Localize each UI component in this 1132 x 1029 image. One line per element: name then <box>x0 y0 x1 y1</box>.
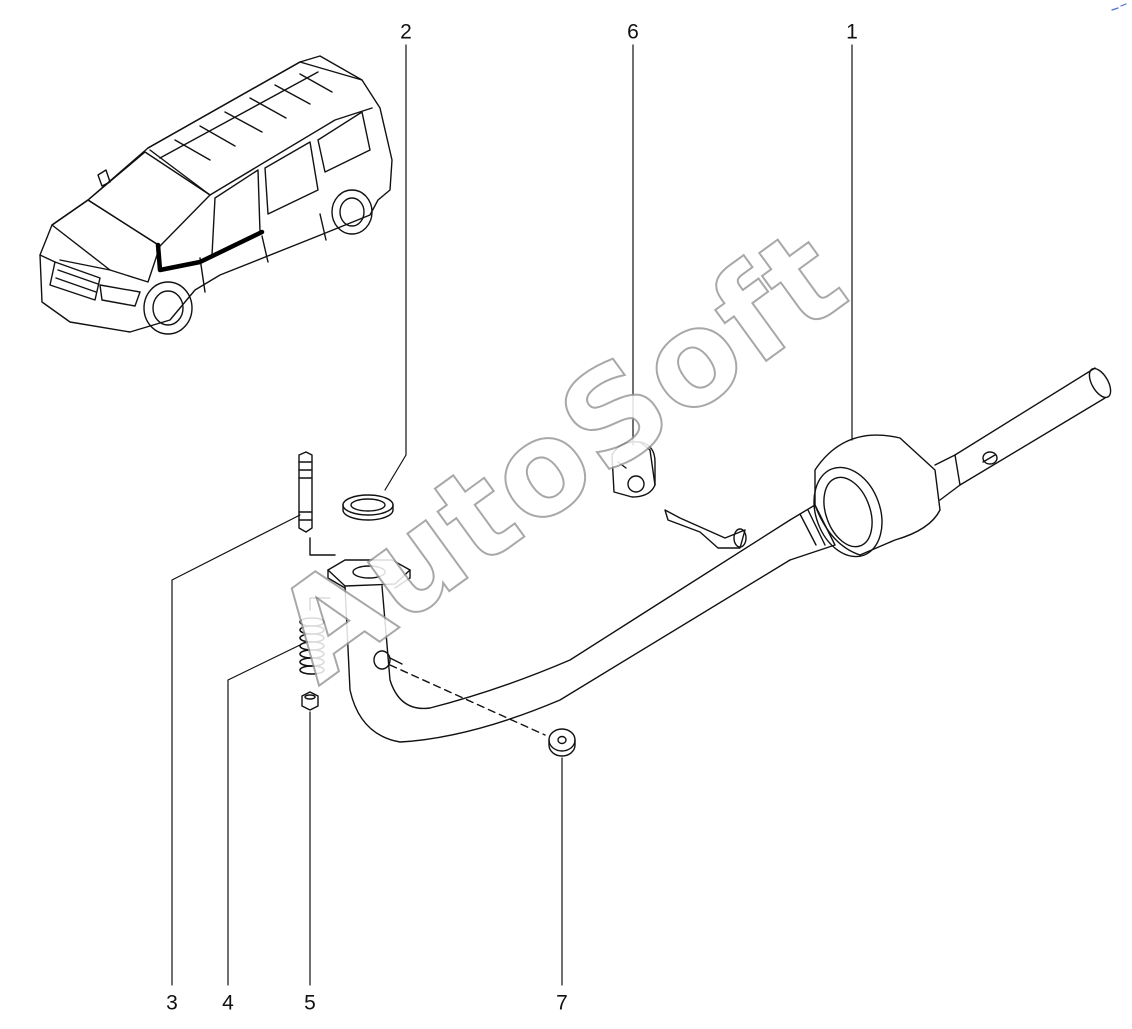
rubber-mount-part <box>611 441 656 498</box>
washer-part <box>389 664 576 757</box>
nut-part <box>301 691 319 711</box>
stud-part <box>298 451 336 556</box>
callout-1: 1 <box>846 20 858 44</box>
callout-2: 2 <box>400 20 412 44</box>
callout-6: 6 <box>627 20 639 44</box>
leader-lines <box>171 44 853 986</box>
vehicle-illustration <box>39 55 393 335</box>
callout-7: 7 <box>556 991 568 1015</box>
exhaust-pipe-part <box>327 367 1112 743</box>
callout-3: 3 <box>166 991 178 1015</box>
gasket-part <box>342 494 394 521</box>
spring-part <box>299 597 331 675</box>
callout-4: 4 <box>222 991 234 1015</box>
callout-5: 5 <box>304 991 316 1015</box>
